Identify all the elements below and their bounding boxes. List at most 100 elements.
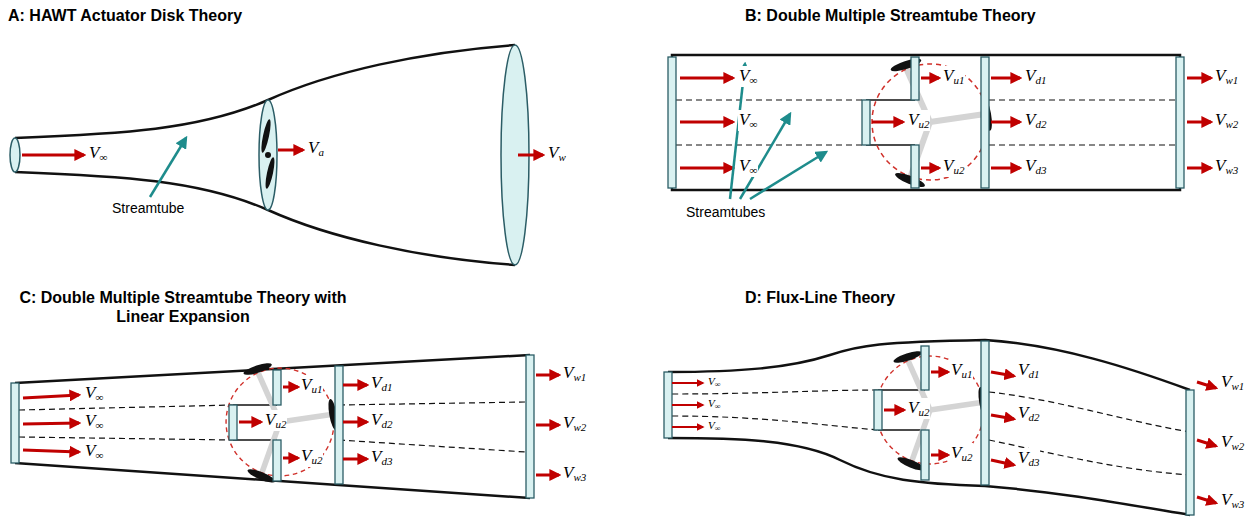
velocity-symbol: V <box>1018 403 1028 422</box>
panel-title: A: HAWT Actuator Disk Theory <box>8 6 242 25</box>
linear-expansion-panel <box>11 355 559 498</box>
velocity-subscript: d1 <box>1035 74 1046 86</box>
velocity-label: Vd3 <box>1017 448 1040 469</box>
velocity-label: V∞ <box>84 441 104 462</box>
velocity-label: Vu1 <box>942 66 965 87</box>
velocity-label: V∞ <box>84 383 104 404</box>
velocity-subscript: ∞ <box>99 151 107 163</box>
velocity-subscript: w1 <box>573 371 586 383</box>
velocity-symbol: V <box>1221 372 1231 391</box>
velocity-label: Vu2 <box>907 110 930 131</box>
velocity-label: V∞ <box>738 156 758 177</box>
velocity-symbol: V <box>1025 156 1035 175</box>
velocity-label: V∞ <box>88 143 108 164</box>
velocity-symbol: V <box>708 375 715 387</box>
velocity-subscript: w <box>558 151 565 163</box>
velocity-subscript: w1 <box>1231 380 1244 392</box>
velocity-symbol: V <box>563 363 573 382</box>
velocity-symbol: V <box>708 397 715 409</box>
velocity-symbol: V <box>951 360 961 379</box>
velocity-symbol: V <box>308 138 318 157</box>
velocity-subscript: ∞ <box>95 391 103 403</box>
velocity-subscript: d3 <box>1028 456 1039 468</box>
velocity-label: Vu2 <box>950 443 973 464</box>
velocity-subscript: d2 <box>1028 411 1039 423</box>
velocity-symbol: V <box>739 156 749 175</box>
velocity-symbol: V <box>908 110 918 129</box>
velocity-symbol: V <box>548 143 558 162</box>
velocity-label: V∞ <box>738 66 758 87</box>
velocity-symbol: V <box>85 441 95 460</box>
panel-title: D: Flux-Line Theory <box>745 288 895 307</box>
velocity-subscript: ∞ <box>715 402 721 411</box>
velocity-label: Vw2 <box>562 413 587 434</box>
panel-title: C: Double Multiple Streamtube Theory wit… <box>8 288 358 326</box>
velocity-symbol: V <box>951 443 961 462</box>
velocity-subscript: ∞ <box>749 164 757 176</box>
velocity-subscript: u2 <box>961 451 972 463</box>
annotation-label: Streamtube <box>112 200 184 217</box>
actuator-disk-panel <box>10 45 543 265</box>
velocity-subscript: ∞ <box>95 449 103 461</box>
velocity-subscript: a <box>318 146 324 158</box>
velocity-subscript: u1 <box>953 74 964 86</box>
velocity-label: Vu1 <box>300 375 323 396</box>
velocity-label: Vw3 <box>1214 156 1239 177</box>
velocity-subscript: u1 <box>311 383 322 395</box>
velocity-subscript: ∞ <box>715 424 721 433</box>
velocity-subscript: ∞ <box>95 419 103 431</box>
velocity-symbol: V <box>563 413 573 432</box>
velocity-symbol: V <box>943 156 953 175</box>
velocity-symbol: V <box>1221 490 1231 509</box>
velocity-label: Vd1 <box>370 373 393 394</box>
velocity-subscript: u2 <box>275 418 286 430</box>
velocity-subscript: ∞ <box>749 74 757 86</box>
velocity-label: Vw3 <box>562 463 587 484</box>
velocity-label: Vd1 <box>1024 66 1047 87</box>
velocity-subscript: u2 <box>311 454 322 466</box>
velocity-label: Vd2 <box>1017 403 1040 424</box>
double-multiple-streamtube-panel <box>668 55 1211 199</box>
velocity-subscript: d2 <box>381 418 392 430</box>
panel-title: B: Double Multiple Streamtube Theory <box>745 6 1036 25</box>
velocity-label: Vw2 <box>1214 110 1239 131</box>
velocity-subscript: u2 <box>953 164 964 176</box>
velocity-subscript: w2 <box>1225 118 1238 130</box>
velocity-subscript: w3 <box>1231 498 1244 510</box>
velocity-subscript: u1 <box>961 368 972 380</box>
velocity-label: Vu1 <box>950 360 973 381</box>
velocity-symbol: V <box>708 419 715 431</box>
velocity-symbol: V <box>739 110 749 129</box>
velocity-symbol: V <box>301 375 311 394</box>
velocity-subscript: w3 <box>1225 164 1238 176</box>
velocity-label: V∞ <box>738 110 758 131</box>
velocity-subscript: ∞ <box>749 118 757 130</box>
velocity-symbol: V <box>265 410 275 429</box>
velocity-label: Vu2 <box>942 156 965 177</box>
velocity-subscript: d2 <box>1035 118 1046 130</box>
velocity-symbol: V <box>943 66 953 85</box>
velocity-symbol: V <box>1215 66 1225 85</box>
velocity-symbol: V <box>1018 448 1028 467</box>
velocity-subscript: ∞ <box>715 380 721 389</box>
velocity-subscript: w1 <box>1225 74 1238 86</box>
velocity-subscript: d3 <box>381 455 392 467</box>
flux-line-panel <box>664 340 1216 515</box>
velocity-symbol: V <box>89 143 99 162</box>
velocity-label: Vw1 <box>562 363 587 384</box>
velocity-symbol: V <box>371 447 381 466</box>
velocity-label: Vw3 <box>1220 490 1245 511</box>
velocity-label: Vd2 <box>370 410 393 431</box>
velocity-label: V∞ <box>707 419 721 434</box>
velocity-symbol: V <box>371 373 381 392</box>
velocity-label: Vu2 <box>300 446 323 467</box>
velocity-subscript: d3 <box>1035 164 1046 176</box>
velocity-label: Vu2 <box>907 398 930 419</box>
velocity-symbol: V <box>563 463 573 482</box>
velocity-symbol: V <box>908 398 918 417</box>
velocity-label: Vd3 <box>370 447 393 468</box>
velocity-label: Vw2 <box>1220 432 1245 453</box>
velocity-label: V∞ <box>707 375 721 390</box>
